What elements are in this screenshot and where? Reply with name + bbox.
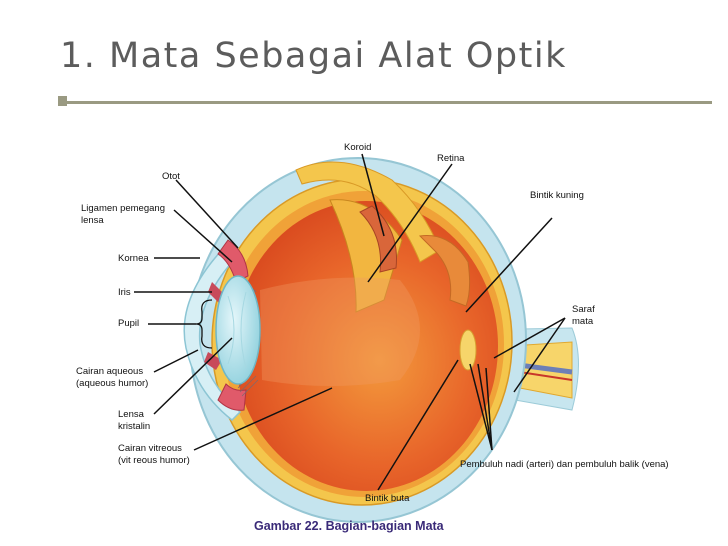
label-vitreous-line2: (vit reous humor) xyxy=(118,455,190,467)
label-lensa: Lensa kristalin xyxy=(118,409,150,432)
label-bintik-kuning: Bintik kuning xyxy=(530,190,584,202)
label-lensa-line1: Lensa xyxy=(118,409,150,421)
label-kornea: Kornea xyxy=(118,253,149,265)
label-koroid: Koroid xyxy=(344,142,371,154)
label-saraf-line2: mata xyxy=(572,316,595,328)
label-saraf: Saraf mata xyxy=(572,304,595,327)
optic-disc xyxy=(460,330,476,370)
label-lensa-line2: kristalin xyxy=(118,421,150,433)
label-aqueous-line1: Cairan aqueous xyxy=(76,366,148,378)
label-pembuluh: Pembuluh nadi (arteri) dan pembuluh bali… xyxy=(460,459,669,471)
label-pupil: Pupil xyxy=(118,318,139,330)
label-retina: Retina xyxy=(437,153,464,165)
label-aqueous-line2: (aqueous humor) xyxy=(76,378,148,390)
label-bintik-buta: Bintik buta xyxy=(365,493,409,505)
label-saraf-line1: Saraf xyxy=(572,304,595,316)
label-otot: Otot xyxy=(162,171,180,183)
label-ligamen: Ligamen pemegang lensa xyxy=(81,203,165,226)
figure-caption: Gambar 22. Bagian-bagian Mata xyxy=(254,519,444,533)
label-iris: Iris xyxy=(118,287,131,299)
label-vitreous-line1: Cairan vitreous xyxy=(118,443,190,455)
label-aqueous: Cairan aqueous (aqueous humor) xyxy=(76,366,148,389)
crystalline-lens xyxy=(216,276,260,384)
label-ligamen-line2: lensa xyxy=(81,215,165,227)
label-vitreous: Cairan vitreous (vit reous humor) xyxy=(118,443,190,466)
label-ligamen-line1: Ligamen pemegang xyxy=(81,203,165,215)
